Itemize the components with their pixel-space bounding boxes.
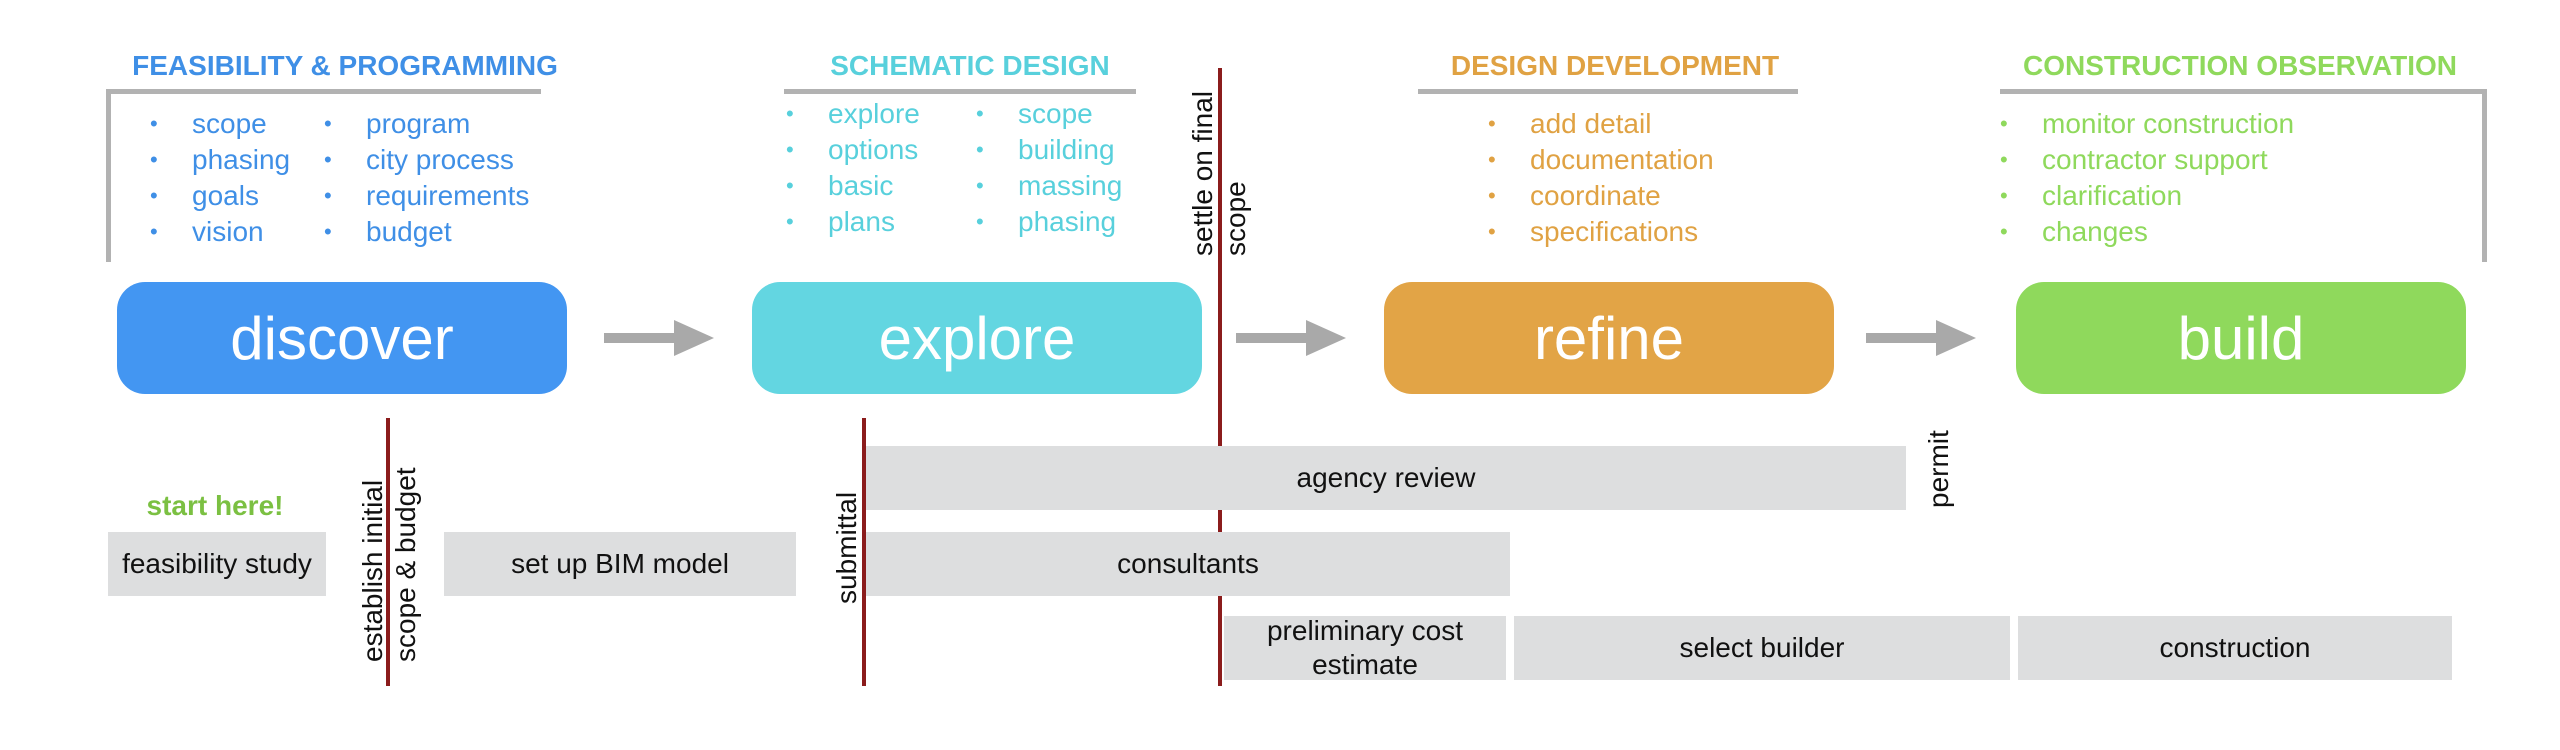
bullet-list-construction-observation: monitor construction contractor support … (2000, 106, 2294, 250)
list-item-cont: plans (828, 206, 895, 237)
pill-discover: discover (117, 282, 567, 394)
list-item: explore (786, 96, 920, 132)
bracket-design-development (1418, 89, 1798, 94)
list-item: documentation (1488, 142, 1714, 178)
list-item: requirements (324, 178, 529, 214)
list-item: changes (2000, 214, 2294, 250)
arrow-right-icon (1236, 320, 1346, 356)
list-item: plans (786, 204, 920, 240)
list-item: budget (324, 214, 529, 250)
list-item: scope (150, 106, 290, 142)
milestone-line-submittal (862, 418, 866, 686)
pill-explore: explore (752, 282, 1202, 394)
phase-title-schematic: SCHEMATIC DESIGN (830, 50, 1110, 81)
milestone-line-scope-budget (386, 418, 390, 686)
phase-title-design-development: DESIGN DEVELOPMENT (1450, 50, 1780, 81)
bar-feasibility-study: feasibility study (108, 532, 326, 596)
bracket-construction-observation (2000, 89, 2487, 262)
pill-refine: refine (1384, 282, 1834, 394)
list-item: program (324, 106, 529, 142)
list-item: options (786, 132, 920, 168)
bullet-list-feasibility-col1: scope phasing goals vision (150, 106, 290, 250)
list-item: monitor construction (2000, 106, 2294, 142)
bar-construction: construction (2018, 616, 2452, 680)
phase-title-construction-observation: CONSTRUCTION OBSERVATION (2022, 50, 2457, 81)
list-item-cont: options (828, 134, 919, 165)
phase-title-feasibility: FEASIBILITY & PROGRAMMING (132, 50, 558, 81)
bar-select-builder: select builder (1514, 616, 2010, 680)
list-item: massing (976, 168, 1122, 204)
list-item: add detail (1488, 106, 1714, 142)
bullet-list-schematic-col2: scope building massing phasing (976, 96, 1122, 240)
milestone-label-submittal: submittal (831, 491, 862, 604)
list-item: vision (150, 214, 290, 250)
list-item: clarification (2000, 178, 2294, 214)
bar-bim-model: set up BIM model (444, 532, 796, 596)
list-item: scope (976, 96, 1122, 132)
list-item: basic (786, 168, 920, 204)
list-item-cont: massing (1018, 170, 1123, 201)
list-item: coordinate (1488, 178, 1714, 214)
list-item: specifications (1488, 214, 1714, 250)
list-item: city process (324, 142, 529, 178)
bar-preliminary-cost-estimate: preliminary cost estimate (1224, 615, 1506, 680)
milestone-label-permit: permit (1923, 430, 1954, 508)
list-item: phasing (150, 142, 290, 178)
list-item: goals (150, 178, 290, 214)
arrow-right-icon (604, 320, 714, 356)
milestone-label-scope-budget: establish initial scope & budget (357, 467, 421, 662)
arrow-right-icon (1866, 320, 1976, 356)
bar-consultants: consultants (866, 532, 1510, 596)
pill-build: build (2016, 282, 2466, 394)
bracket-feasibility (106, 89, 541, 262)
bullet-list-feasibility-col2: program city process requirements budget (324, 106, 529, 250)
milestone-line-final-scope (1218, 68, 1222, 686)
bracket-schematic (784, 89, 1136, 94)
milestone-label-final-scope: settle on final scope (1187, 91, 1251, 256)
list-item: contractor support (2000, 142, 2294, 178)
list-item: phasing (976, 204, 1122, 240)
start-here-label: start here! (146, 490, 284, 521)
bar-agency-review: agency review (866, 446, 1906, 510)
bullet-list-schematic-col1: explore options basic plans (786, 96, 920, 240)
list-item: building (976, 132, 1122, 168)
bullet-list-design-development: add detail documentation coordinate spec… (1488, 106, 1714, 250)
